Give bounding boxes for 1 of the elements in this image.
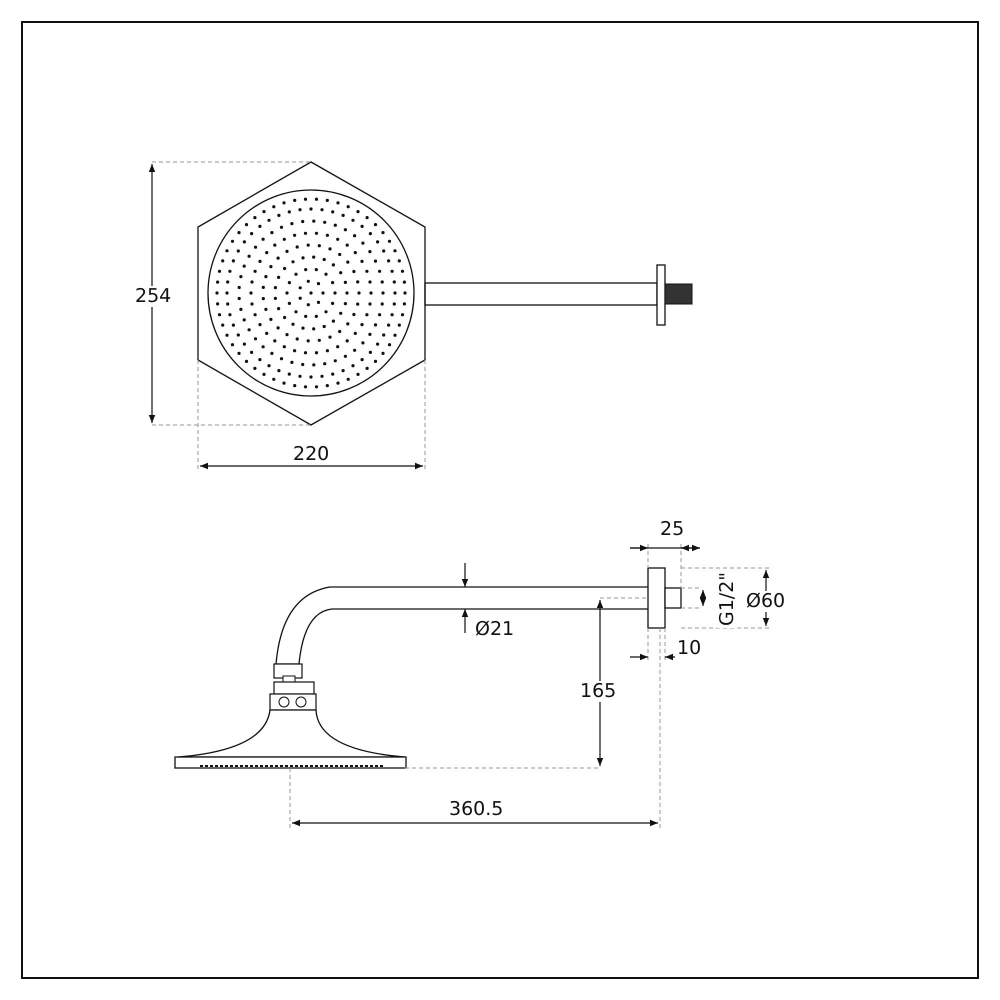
dimension-label: 254 bbox=[133, 286, 174, 307]
